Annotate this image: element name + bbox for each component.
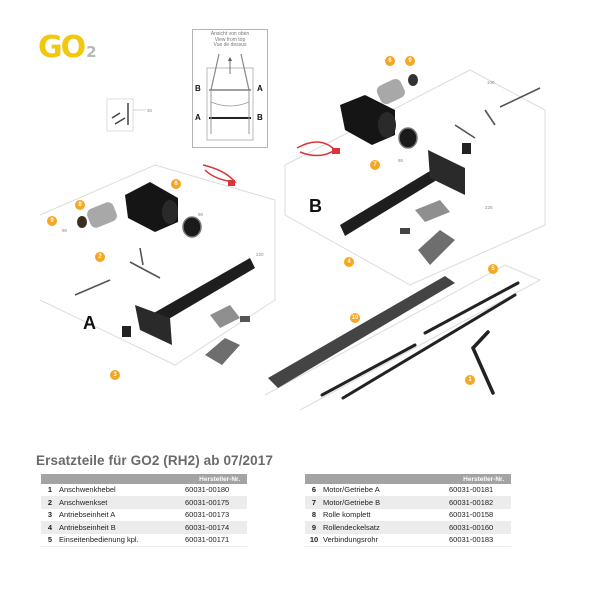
connecting-tube: [268, 276, 455, 388]
item-number: 3: [41, 508, 59, 522]
callout-8-a: 8: [75, 200, 85, 210]
table-row: 10 Verbindungsrohr 60031-00183: [305, 533, 511, 547]
label-a-bottom-left: A: [195, 113, 201, 122]
item-part-number: 60031-00175: [185, 496, 247, 509]
item-name: Antriebseinheit B: [59, 521, 185, 534]
callout-5: 5: [488, 264, 498, 274]
outline-assembly-b: [284, 69, 546, 286]
item-part-number: 60031-00160: [449, 521, 511, 534]
swivel-set: [74, 247, 161, 296]
table-row: 7 Motor/Getriebe B 60031-00182: [305, 496, 511, 509]
table-row: 3 Antriebseinheit A 60031-00173: [41, 508, 247, 522]
item-part-number: 60031-00171: [185, 533, 247, 547]
cable-harness-b: [296, 141, 340, 157]
item-name: Anschwenkset: [59, 496, 185, 509]
logo-sub: 2: [86, 43, 97, 61]
label-b-bottom-right: B: [257, 113, 263, 122]
callout-1: 1: [465, 375, 475, 385]
dimension-label: 95: [398, 158, 404, 163]
callout-6-b: 6: [385, 56, 395, 66]
outline-assembly-a: [39, 164, 276, 366]
caption-de: Ansicht von oben: [210, 31, 250, 37]
label-b-top-left: B: [195, 84, 201, 93]
item-number: 2: [41, 496, 59, 509]
dimension-label: 30: [147, 108, 153, 113]
item-name: Rollendeckelsatz: [323, 521, 449, 534]
callout-9-a: 9: [47, 216, 57, 226]
callout-6-a: 6: [171, 179, 181, 189]
item-part-number: 60031-00182: [449, 496, 511, 509]
bolt-set-b: [454, 87, 541, 139]
assembly-a-label: A: [83, 313, 96, 333]
item-number: 4: [41, 521, 59, 534]
item-number: 10: [305, 533, 323, 547]
item-name: Motor/Getriebe B: [323, 496, 449, 509]
item-number: 9: [305, 521, 323, 534]
table-row: 4 Antriebseinheit B 60031-00174: [41, 521, 247, 534]
single-side-control-rods: [320, 281, 520, 400]
callout-2: 2: [95, 252, 105, 262]
table-header: Hersteller-Nr.: [305, 474, 511, 484]
item-part-number: 60031-00174: [185, 521, 247, 534]
table-row: 9 Rollendeckelsatz 60031-00160: [305, 521, 511, 534]
item-part-number: 60031-00183: [449, 533, 511, 547]
arm-assembly-b: [340, 143, 471, 265]
table-row: 6 Motor/Getriebe A 60031-00181: [305, 484, 511, 497]
item-name: Anschwenkhebel: [59, 484, 185, 497]
table-row: 5 Einseitenbedienung kpl. 60031-00171: [41, 533, 247, 547]
group-outlines: [39, 69, 546, 411]
label-a-top-right: A: [257, 84, 263, 93]
callout-7: 7: [370, 160, 380, 170]
cable-harness-a: [202, 164, 237, 186]
table-header: Hersteller-Nr.: [41, 474, 247, 484]
item-number: 6: [305, 484, 323, 497]
callout-3: 3: [110, 370, 120, 380]
parts-list-title: Ersatzteile für GO2 (RH2) ab 07/2017: [36, 453, 273, 468]
item-part-number: 60031-00181: [449, 484, 511, 497]
motor-gearbox-b: [340, 74, 418, 149]
item-name: Antriebseinheit A: [59, 508, 185, 522]
item-number: 7: [305, 496, 323, 509]
swivel-lever: [470, 330, 495, 395]
item-name: Motor/Getriebe A: [323, 484, 449, 497]
table-row: 1 Anschwenkhebel 60031-00180: [41, 484, 247, 497]
callout-4: 4: [344, 257, 354, 267]
screw-set-box: [106, 98, 134, 132]
logo-main: GO: [38, 30, 86, 65]
motor-gearbox-a: [77, 182, 202, 238]
dimension-label: 90: [62, 228, 68, 233]
top-view-sketch: [206, 53, 254, 141]
item-part-number: 60031-00158: [449, 508, 511, 522]
item-number: 1: [41, 484, 59, 497]
exploded-parts-diagram: [39, 69, 546, 411]
dimension-label: 90: [198, 212, 204, 217]
manufacturer-number-header: Hersteller-Nr.: [41, 474, 247, 484]
dimension-label: 225: [485, 205, 493, 210]
item-name: Einseitenbedienung kpl.: [59, 533, 185, 547]
item-number: 5: [41, 533, 59, 547]
screw-set-icon: [111, 103, 129, 125]
manufacturer-number-header: Hersteller-Nr.: [305, 474, 511, 484]
assembly-b-label: B: [309, 196, 322, 216]
item-number: 8: [305, 508, 323, 522]
parts-table-left: Hersteller-Nr. 1 Anschwenkhebel 60031-00…: [41, 474, 247, 547]
callout-10: 10: [350, 313, 360, 323]
dimension-label: 220: [256, 252, 264, 257]
outline-part-5: [264, 264, 542, 411]
callout-9-b: 9: [405, 56, 415, 66]
table-row: 2 Anschwenkset 60031-00175: [41, 496, 247, 509]
item-name: Rolle komplett: [323, 508, 449, 522]
caption-en: View from top: [214, 36, 246, 43]
table-row: 8 Rolle komplett 60031-00158: [305, 508, 511, 522]
dimension-label: 100: [487, 80, 495, 85]
item-name: Verbindungsrohr: [323, 533, 449, 547]
caption-fr: Vue de dessus: [213, 42, 247, 48]
top-view-caption: Ansicht von oben View from top Vue de de…: [193, 31, 267, 49]
top-view-diagram: Ansicht von oben View from top Vue de de…: [192, 29, 268, 148]
item-part-number: 60031-00180: [185, 484, 247, 497]
item-part-number: 60031-00173: [185, 508, 247, 522]
parts-table-right: Hersteller-Nr. 6 Motor/Getriebe A 60031-…: [305, 474, 511, 547]
arm-assembly-a: [122, 258, 255, 365]
